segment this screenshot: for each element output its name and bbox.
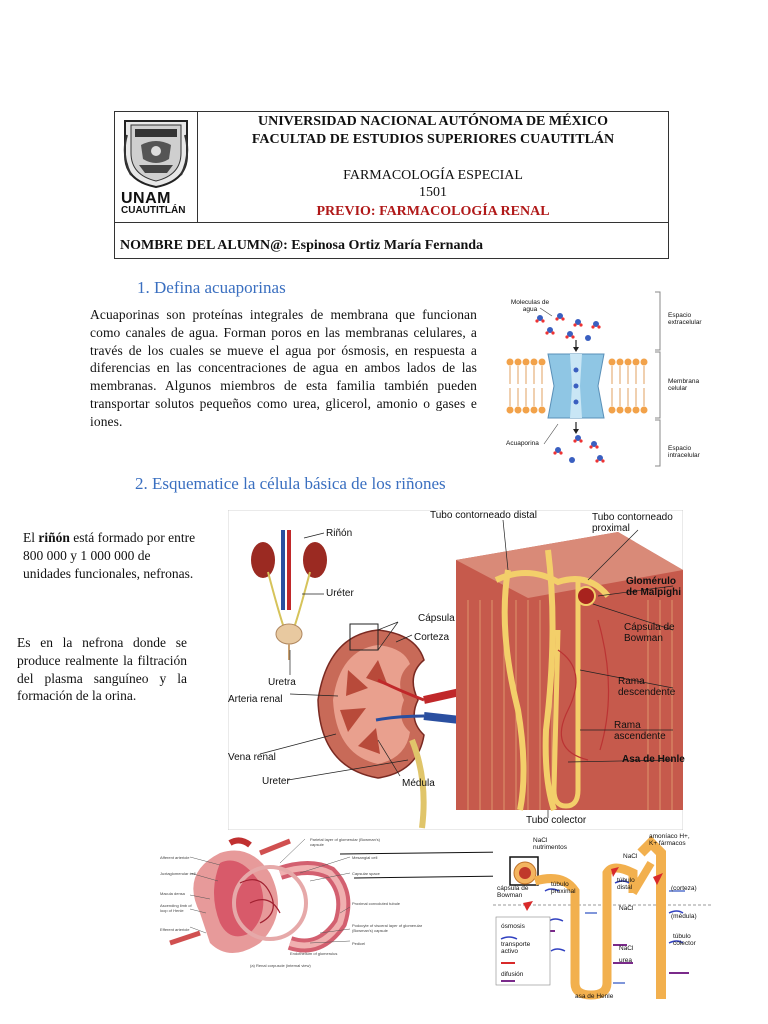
caption-renal-corpuscle: (a) Renal corpuscle (internal view) <box>250 963 311 968</box>
label-endothelium: Endothelium of glomerulus <box>290 951 338 956</box>
aquaporin-definition: Acuaporinas son proteínas integrales de … <box>90 307 477 429</box>
unam-crest-logo <box>123 120 189 189</box>
label-nacl-2: NaCl <box>619 905 634 912</box>
label-urea: urea <box>619 957 633 964</box>
logo-text-unam: UNAM <box>121 190 171 207</box>
kidney-figure: Riñón Uréter Uretra Cápsula Corteza Arte… <box>227 509 685 831</box>
label-water-molecules: Moleculas de agua <box>510 299 550 313</box>
tubule-transport-figure: NaCl nutrimentos amoníaco H+, K+ fármaco… <box>493 833 711 1001</box>
label-capsular-space: Capsular space <box>352 871 380 876</box>
label-capsula: Cápsula <box>418 613 455 624</box>
aquaporin-figure: Moleculas de agua Espacio extracelular M… <box>500 288 702 468</box>
label-corteza-2: (corteza) <box>671 885 697 892</box>
kidney-text-pre: El <box>23 530 39 545</box>
label-tubulo-distal: túbulo distal <box>617 877 635 891</box>
course-name: FARMACOLOGÍA ESPECIAL <box>343 168 523 183</box>
label-amoniaco: amoníaco H+, K+ fármacos <box>649 833 690 847</box>
label-pedicel: Pedicel <box>352 941 366 946</box>
label-vena-renal: Vena renal <box>228 752 276 763</box>
label-ascending-limb: Ascending limb of loop of Henle <box>160 903 192 913</box>
label-medula-2: (médula) <box>671 913 697 920</box>
group-number: 1501 <box>419 185 447 200</box>
label-glomerulo: Glomérulo de Malpighi <box>626 576 681 598</box>
logo-cell: UNAM CUAUTITLÁN <box>115 112 198 222</box>
label-nacl-nutrimentos: NaCl nutrimentos <box>533 837 567 851</box>
aquaporin-diagram <box>506 291 661 467</box>
renal-corpuscle-figure: Afferent arteriole Juxtaglomerular cell … <box>160 833 485 973</box>
label-cell-membrane: Membrana celular <box>668 378 700 392</box>
label-juxtaglomerular-cell: Juxtaglomerular cell <box>160 871 196 876</box>
label-aquaporin: Acuaporina <box>506 440 539 447</box>
label-capsula-bowman-2: cápsula de Bowman <box>497 885 529 899</box>
label-extracellular: Espacio extracelular <box>668 312 702 326</box>
student-name: NOMBRE DEL ALUMN@: Espinosa Ortiz María … <box>120 238 484 253</box>
kidney-text-bold: riñón <box>38 530 70 545</box>
label-tubo-colector: Tubo colector <box>526 815 587 826</box>
label-ureter-top: Uréter <box>326 588 354 599</box>
label-corteza: Corteza <box>414 632 450 643</box>
label-tubulo-proximal: túbulo proximal <box>551 881 576 895</box>
label-podocyte: Podocyte of visceral layer of glomerular… <box>352 923 423 933</box>
kidney-diagram <box>227 509 684 831</box>
label-rama-descendente: Rama descendente <box>618 676 676 698</box>
question-2-heading: 2. Esquematice la célula básica de los r… <box>135 474 446 493</box>
legend-osmosis: ósmosis <box>501 923 525 930</box>
label-macula-densa: Macula densa <box>160 891 185 896</box>
label-proximal-tubule: Proximal convoluted tubule <box>352 901 401 906</box>
label-asa-henle: Asa de Henle <box>622 754 685 765</box>
label-mesangial-cell: Mesangial cell <box>352 855 378 860</box>
label-tubulo-colector: túbulo colector <box>673 933 696 947</box>
question-1-heading: 1. Defina acuaporinas <box>137 278 286 297</box>
kidney-description: El riñón está formado por entre 800 000 … <box>23 529 198 582</box>
logo-text-cuautitlan: CUAUTITLÁN <box>121 205 186 216</box>
legend-transporte-activo: transporte activo <box>501 941 531 955</box>
legend-difusion: difusión <box>501 971 524 978</box>
label-nacl-1: NaCl <box>623 853 638 860</box>
university-name: UNIVERSIDAD NACIONAL AUTÓNOMA DE MÉXICO <box>257 114 609 129</box>
renal-corpuscle-diagram <box>169 837 351 953</box>
label-rinon: Riñón <box>326 528 353 539</box>
student-name-row: NOMBRE DEL ALUMN@: Espinosa Ortiz María … <box>115 222 668 258</box>
label-arteria-renal: Arteria renal <box>228 694 283 705</box>
label-tubo-proximal: Tubo contorneado proximal <box>592 512 673 534</box>
label-capsula-bowman: Cápsula de Bowman <box>624 622 675 644</box>
connector-lines <box>340 851 513 879</box>
assignment-title: PREVIO: FARMACOLOGÍA RENAL <box>316 204 550 219</box>
label-parietal-layer: Parietal layer of glomerular (Bowman's) … <box>310 837 380 847</box>
label-intracellular: Espacio intracelular <box>668 445 700 459</box>
faculty-name: FACULTAD DE ESTUDIOS SUPERIORES CUAUTITL… <box>251 132 615 147</box>
header-table: UNAM CUAUTITLÁN UNIVERSIDAD NACIONAL AUT… <box>114 111 669 259</box>
label-uretra: Uretra <box>268 677 296 688</box>
nephron-description: Es en la nefrona donde se produce realme… <box>17 635 187 704</box>
label-efferent-arteriole: Efferent arteriole <box>160 927 190 932</box>
tubule-transport-diagram <box>493 833 711 1001</box>
label-rama-ascendente: Rama ascendente <box>614 720 666 742</box>
label-ureter-bottom: Ureter <box>262 776 290 787</box>
label-medula: Médula <box>402 778 435 789</box>
label-afferent-arteriole: Afferent arteriole <box>160 855 190 860</box>
title-cell: UNIVERSIDAD NACIONAL AUTÓNOMA DE MÉXICO … <box>198 112 668 222</box>
label-asa-henle-2: asa de Henle <box>575 993 614 1000</box>
label-tubo-distal: Tubo contorneado distal <box>430 510 537 521</box>
kidney-text-post: está formado por entre 800 000 y 1 000 0… <box>23 530 196 581</box>
label-nacl-3: NaCl <box>619 945 634 952</box>
